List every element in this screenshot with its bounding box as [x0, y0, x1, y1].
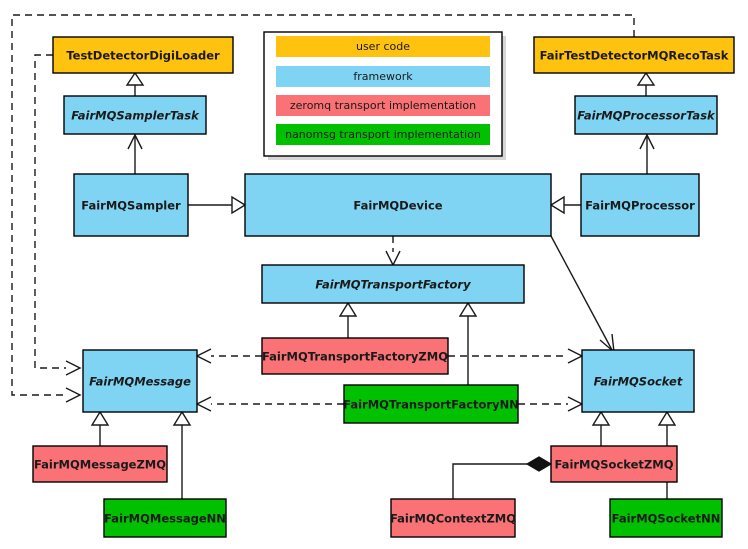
edge-processor-to-device [549, 195, 581, 215]
edge-device-to-transportfactory [385, 236, 401, 267]
node-label: TestDetectorDigiLoader [66, 49, 220, 63]
edge-socketzmq-to-socket [591, 410, 611, 446]
node-FairMQMessage[interactable]: FairMQMessage [82, 349, 198, 413]
legend-item-label: user code [356, 40, 410, 53]
legend-item-label: nanomsg transport implementation [285, 128, 481, 141]
edge-messagenn-to-message [172, 410, 192, 499]
node-label: FairMQProcessor [585, 199, 695, 213]
edge-sampler-to-samplertask [127, 133, 143, 174]
legend-item-zeromq: zeromq transport implementation [276, 95, 490, 116]
node-label: FairMQDevice [353, 199, 442, 213]
edge-sampler-to-device [188, 195, 247, 215]
node-FairMQMessageZMQ[interactable]: FairMQMessageZMQ [32, 445, 168, 483]
edge-samplertask-to-digiloader [125, 71, 145, 96]
node-FairMQSocketZMQ[interactable]: FairMQSocketZMQ [550, 445, 678, 483]
legend-item-label: zeromq transport implementation [290, 99, 476, 112]
node-label: FairMQSocket [594, 375, 683, 389]
edge-processortask-to-recotask [636, 71, 656, 96]
node-FairMQTransportFactory[interactable]: FairMQTransportFactory [261, 264, 525, 304]
node-FairTestDetectorMQRecoTask[interactable]: FairTestDetectorMQRecoTask [533, 36, 735, 74]
node-FairMQDevice[interactable]: FairMQDevice [244, 173, 552, 237]
node-label: FairMQTransportFactory [315, 278, 471, 292]
node-label: FairMQMessage [89, 375, 191, 389]
node-TestDetectorDigiLoader[interactable]: TestDetectorDigiLoader [52, 36, 234, 74]
edge-transportfactorynn-to-message [195, 396, 344, 412]
node-FairMQProcessorTask[interactable]: FairMQProcessorTask [574, 95, 718, 135]
node-label: FairMQTransportFactoryZMQ [262, 350, 448, 364]
node-label: FairMQProcessorTask [577, 109, 716, 123]
legend-item-label: framework [353, 70, 413, 83]
node-label: FairMQMessageZMQ [34, 458, 166, 472]
edge-transportfactoryzmq-to-message [195, 348, 262, 364]
node-FairMQProcessor[interactable]: FairMQProcessor [580, 173, 700, 237]
edge-contextzmq-to-socketzmq [452, 456, 553, 499]
edge-digiloader-to-message [34, 54, 82, 376]
node-label: FairMQSocketNN [612, 512, 721, 526]
legend-item-nanomsg: nanomsg transport implementation [276, 124, 490, 145]
node-FairMQSampler[interactable]: FairMQSampler [73, 173, 189, 237]
edge-transportfactorynn-to-socket [518, 396, 584, 412]
node-label: FairMQTransportFactoryNN [343, 398, 519, 412]
edge-transportfactorynn-to-transportfactory [458, 301, 478, 385]
legend-item-framework: framework [276, 66, 490, 87]
edge-device-to-socket [550, 235, 615, 354]
edge-transportfactoryzmq-to-transportfactory [338, 301, 358, 338]
node-label: FairMQSampler [81, 199, 181, 213]
node-FairMQContextZMQ[interactable]: FairMQContextZMQ [390, 498, 516, 538]
node-label: FairMQMessageNN [104, 512, 226, 526]
node-FairMQTransportFactoryZMQ[interactable]: FairMQTransportFactoryZMQ [261, 337, 449, 375]
node-FairMQSocketNN[interactable]: FairMQSocketNN [609, 498, 723, 538]
node-label: FairMQSocketZMQ [555, 458, 674, 472]
legend-item-user-code: user code [276, 36, 490, 57]
node-label: FairMQContextZMQ [390, 512, 516, 526]
node-label: FairMQSamplerTask [71, 109, 200, 123]
legend: user code framework zeromq transport imp… [263, 31, 506, 160]
node-FairMQTransportFactoryNN[interactable]: FairMQTransportFactoryNN [343, 384, 519, 424]
edge-recotask-to-message [11, 14, 635, 403]
node-FairMQSocket[interactable]: FairMQSocket [581, 349, 695, 413]
node-label: FairTestDetectorMQRecoTask [540, 49, 729, 63]
edge-processor-to-processortask [639, 133, 655, 174]
node-FairMQMessageNN[interactable]: FairMQMessageNN [103, 498, 227, 538]
node-FairMQSamplerTask[interactable]: FairMQSamplerTask [63, 95, 207, 135]
edge-messagezmq-to-message [90, 410, 110, 446]
